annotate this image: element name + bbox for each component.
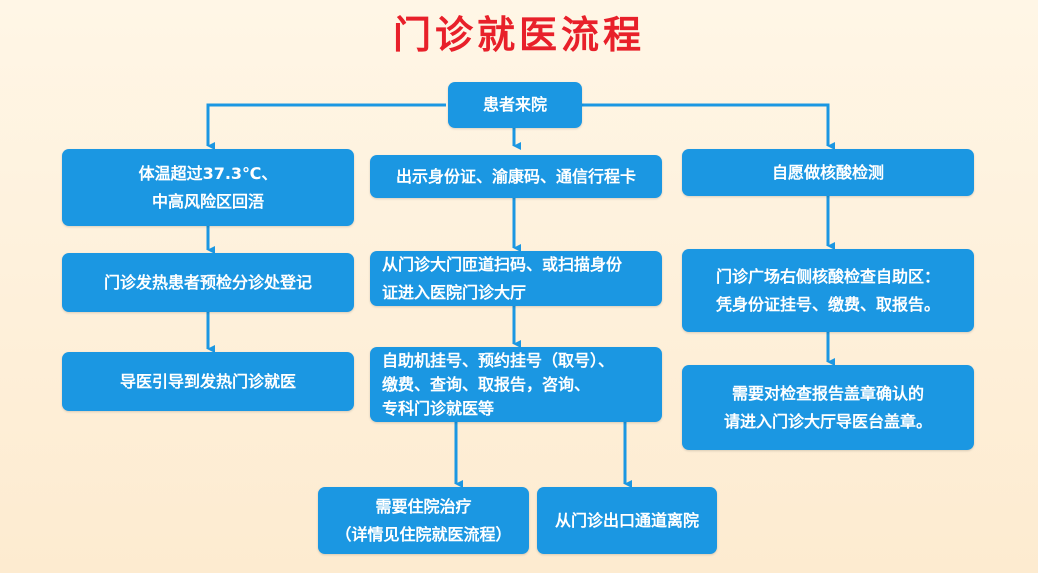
node-report-stamp: 需要对检查报告盖章确认的 请进入门诊大厅导医台盖章。 — [682, 365, 974, 450]
node-exit: 从门诊出口通道离院 — [537, 487, 717, 554]
node-self-service-line-1: 自助机挂号、预约挂号（取号）、 — [382, 350, 615, 370]
connector-start-right — [582, 103, 835, 150]
connector-start-left — [206, 103, 446, 150]
node-exit-line-1: 从门诊出口通道离院 — [554, 510, 699, 530]
node-inpatient-line-1: 需要住院治疗 — [375, 496, 472, 516]
node-report-stamp-line-1: 需要对检查报告盖章确认的 — [731, 383, 924, 403]
node-start-line-1: 患者来院 — [482, 95, 547, 114]
node-nucleic-area: 门诊广场右侧核酸检查自助区： 凭身份证挂号、缴费、取报告。 — [682, 249, 974, 332]
node-inpatient: 需要住院治疗 （详情见住院就医流程） — [318, 487, 529, 554]
node-scan-code-line-2: 证进入医院门诊大厅 — [382, 282, 527, 302]
node-nucleic-area-line-1: 门诊广场右侧核酸检查自助区： — [715, 266, 940, 286]
node-report-stamp-line-2: 请进入门诊大厅导医台盖章。 — [723, 411, 932, 431]
node-fever-guide-line-1: 导医引导到发热门诊就医 — [119, 371, 296, 391]
node-self-service-line-2: 缴费、查询、取报告，咨询、 — [382, 374, 591, 394]
node-inpatient-line-2: （详情见住院就医流程） — [335, 524, 512, 544]
node-fever-check-line-2: 中高风险区回浯 — [151, 191, 264, 211]
node-fever-check-line-1: 体温超过37.3℃、 — [138, 163, 278, 183]
node-scan-code-line-1: 从门诊大门匝道扫码、或扫描身份 — [382, 254, 623, 274]
node-show-id: 出示身份证、渝康码、通信行程卡 — [370, 155, 662, 198]
node-nucleic-test: 自愿做核酸检测 — [682, 149, 974, 196]
node-self-service: 自助机挂号、预约挂号（取号）、 缴费、查询、取报告，咨询、 专科门诊就医等 — [370, 347, 662, 422]
node-self-service-line-3: 专科门诊就医等 — [382, 398, 495, 418]
node-fever-register: 门诊发热患者预检分诊处登记 — [62, 253, 354, 312]
node-nucleic-area-line-2: 凭身份证挂号、缴费、取报告。 — [715, 294, 940, 314]
node-fever-check: 体温超过37.3℃、 中高风险区回浯 — [62, 149, 354, 226]
node-show-id-line-1: 出示身份证、渝康码、通信行程卡 — [395, 166, 636, 186]
node-fever-register-line-1: 门诊发热患者预检分诊处登记 — [103, 272, 312, 292]
node-scan-code: 从门诊大门匝道扫码、或扫描身份 证进入医院门诊大厅 — [370, 251, 662, 306]
node-start: 患者来院 — [448, 82, 582, 128]
node-fever-guide: 导医引导到发热门诊就医 — [62, 352, 354, 411]
page-title: 门诊就医流程 — [392, 13, 645, 57]
node-nucleic-test-line-1: 自愿做核酸检测 — [771, 162, 884, 182]
